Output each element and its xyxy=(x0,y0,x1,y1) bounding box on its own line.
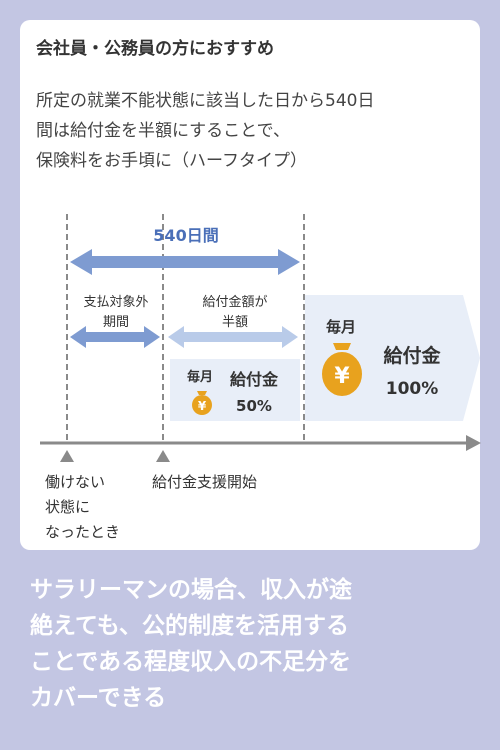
yen-symbol: ¥ xyxy=(334,364,350,389)
start-marker xyxy=(60,450,74,462)
description-line: 所定の就業不能状態に該当した日から540日 xyxy=(36,91,375,111)
exempt-label-line: 支払対象外 xyxy=(83,295,148,310)
payment-start-marker xyxy=(156,450,170,462)
period-arrow xyxy=(70,249,300,275)
caption-line: 絶えても、公的制度を活用する xyxy=(30,613,350,639)
money-bag-icon: ¥ xyxy=(322,343,362,396)
description-line: 保険料をお手頃に（ハーフタイプ） xyxy=(36,151,307,171)
info-card: 会社員・公務員の方におすすめ 所定の就業不能状態に該当した日から540日 間は給… xyxy=(20,20,480,550)
half-benefit-box xyxy=(170,359,300,421)
card-description: 所定の就業不能状態に該当した日から540日 間は給付金を半額にすることで、 保険… xyxy=(36,86,466,176)
half-monthly-label: 毎月 xyxy=(187,369,213,385)
timeline-arrowhead xyxy=(466,435,481,451)
caption-line: サラリーマンの場合、収入が途 xyxy=(30,577,352,603)
full-benefit-label: 給付金 xyxy=(383,344,441,367)
full-percent-label: 100% xyxy=(386,379,439,399)
half-period-arrow xyxy=(168,326,298,348)
start-label-line: なったとき xyxy=(45,523,120,541)
card-title: 会社員・公務員の方におすすめ xyxy=(36,39,274,59)
exempt-label-line: 期間 xyxy=(103,315,129,330)
summary-caption: サラリーマンの場合、収入が途 絶えても、公的制度を活用する ことである程度収入の… xyxy=(30,572,470,716)
half-label-line: 半額 xyxy=(222,315,248,330)
description-line: 間は給付金を半額にすることで、 xyxy=(36,121,290,141)
money-bag-icon: ¥ xyxy=(192,391,212,415)
start-label-line: 状態に xyxy=(45,498,90,516)
period-label: 540日間 xyxy=(153,226,218,245)
half-benefit-label: 給付金 xyxy=(230,370,279,389)
yen-symbol: ¥ xyxy=(198,399,207,413)
caption-line: ことである程度収入の不足分を xyxy=(30,649,352,675)
half-percent-label: 50% xyxy=(236,397,272,415)
full-monthly-label: 毎月 xyxy=(326,318,356,336)
exempt-period-arrow xyxy=(70,326,160,348)
payment-start-label: 給付金支援開始 xyxy=(152,473,257,491)
start-label-line: 働けない xyxy=(45,473,105,491)
caption-line: カバーできる xyxy=(30,685,167,711)
half-label-line: 給付金額が xyxy=(202,294,267,310)
